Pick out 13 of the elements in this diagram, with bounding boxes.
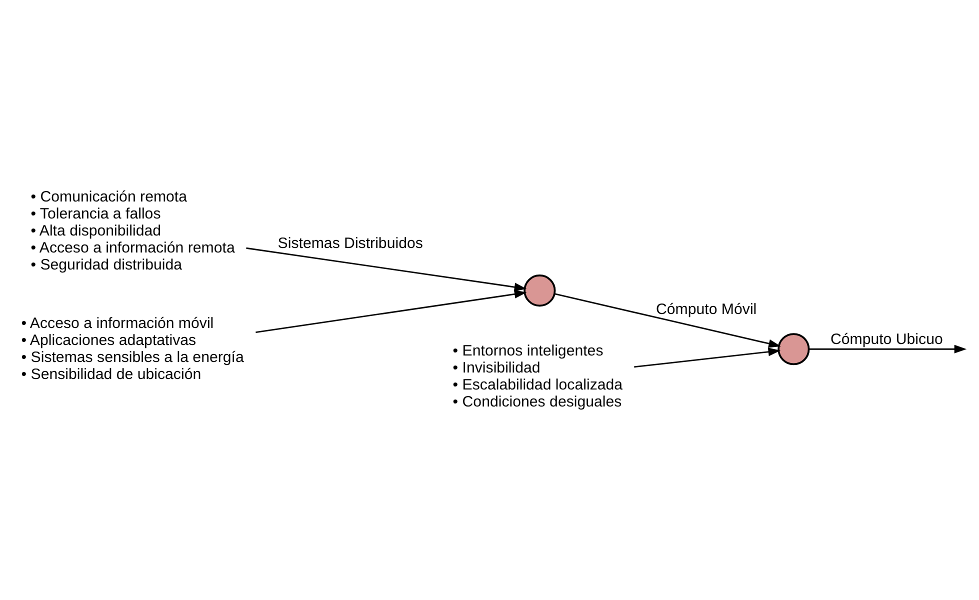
arrow: [246, 246, 527, 291]
node-text: • Acceso a información móvil • Aplicaciones adaptativas • Sistemas sensibles a la energía • Sensibilidad de ubicación: [21, 314, 244, 383]
edge-label: Cómputo Móvil: [656, 300, 757, 318]
node-text: • Comunicación remota • Tolerancia a fallos • Alta disponibilidad • Acceso a información remota • Seguridad distribuida: [30, 188, 235, 274]
arrow: [256, 289, 527, 333]
arrow: [808, 344, 967, 353]
node-circle: [524, 274, 556, 306]
edge-label: Cómputo Ubicuo: [830, 330, 943, 348]
arrow: [634, 347, 781, 368]
edge-label: Sistemas Distribuidos: [278, 234, 423, 252]
arrow: [554, 292, 781, 348]
node-text: • Entornos inteligentes • Invisibilidad • Escalabilidad localizada • Condiciones desiguales: [452, 342, 623, 410]
node-circle: [778, 332, 810, 365]
